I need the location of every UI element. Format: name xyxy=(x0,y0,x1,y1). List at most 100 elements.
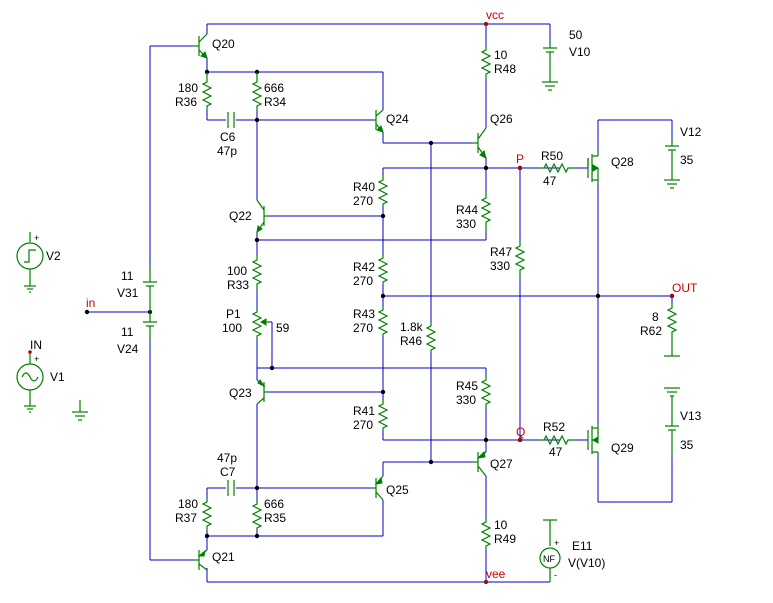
label-r37: R37 xyxy=(175,511,197,525)
resistor-r36 xyxy=(201,78,213,110)
transistor-q24 xyxy=(372,109,384,133)
resistor-r49 xyxy=(480,518,492,550)
label-q25: Q25 xyxy=(386,483,409,497)
resistor-r46 xyxy=(425,322,437,352)
resistor-r47 xyxy=(514,242,526,278)
label-q28: Q28 xyxy=(611,155,634,169)
value-r52: 47 xyxy=(549,445,563,459)
resistor-r44 xyxy=(480,192,492,232)
label-c7: C7 xyxy=(220,465,236,479)
label-v13: V13 xyxy=(680,409,702,423)
net-label-p: P xyxy=(516,152,524,166)
label-v31: V31 xyxy=(117,286,139,300)
label-r48: R48 xyxy=(494,62,516,76)
resistor-r42 xyxy=(377,254,389,284)
resistors xyxy=(201,46,680,550)
capacitor-c7 xyxy=(227,480,235,496)
value-e11: V(V10) xyxy=(568,556,605,570)
resistor-r34 xyxy=(251,78,263,110)
junction-dots xyxy=(84,22,675,584)
battery-v12 xyxy=(664,140,680,189)
resistor-r41 xyxy=(377,400,389,430)
label-nf: NF xyxy=(543,554,555,564)
net-label-out: OUT xyxy=(672,281,698,295)
resistor-r33 xyxy=(251,256,263,290)
net-label-in: in xyxy=(86,296,95,310)
label-r40: R40 xyxy=(353,180,375,194)
label-v10: V10 xyxy=(569,45,591,59)
transistor-q21 xyxy=(193,549,208,571)
value-r45: 330 xyxy=(456,393,476,407)
label-q22: Q22 xyxy=(229,209,252,223)
value-r36: 180 xyxy=(178,81,198,95)
value-r37: 180 xyxy=(178,497,198,511)
value-r44: 330 xyxy=(456,217,476,231)
value-r47: 330 xyxy=(490,259,510,273)
svg-text:-: - xyxy=(554,570,557,580)
value-r42: 270 xyxy=(353,274,373,288)
net-label-q: Q xyxy=(516,425,525,439)
battery-v10 xyxy=(542,40,558,91)
label-q24: Q24 xyxy=(386,112,409,126)
value-r34: 666 xyxy=(264,81,284,95)
transistor-q22 xyxy=(256,199,269,233)
resistor-r48 xyxy=(480,46,492,80)
battery-v31 xyxy=(143,266,157,312)
label-r46: R46 xyxy=(400,334,422,348)
label-r52: R52 xyxy=(543,420,565,434)
label-r36: R36 xyxy=(175,95,197,109)
value-v24: 11 xyxy=(121,325,134,339)
pulse-source-v2: + xyxy=(16,232,44,293)
label-q21: Q21 xyxy=(212,550,235,564)
label-r33: R33 xyxy=(227,278,249,292)
value-r49: 10 xyxy=(494,518,508,532)
label-r41: R41 xyxy=(353,404,375,418)
resistor-r50 xyxy=(540,162,576,174)
label-r42: R42 xyxy=(353,260,375,274)
label-r50: R50 xyxy=(541,149,563,163)
value-r62: 8 xyxy=(652,310,659,324)
label-q29: Q29 xyxy=(611,441,634,455)
net-label-in-source: IN xyxy=(30,338,42,352)
label-r45: R45 xyxy=(456,379,478,393)
value-r50: 47 xyxy=(543,174,557,188)
label-v12: V12 xyxy=(680,125,702,139)
label-q27: Q27 xyxy=(490,457,513,471)
mosfet-q29 xyxy=(587,424,599,456)
label-r44: R44 xyxy=(456,203,478,217)
label-c6: C6 xyxy=(220,130,236,144)
label-v1: V1 xyxy=(50,370,65,384)
resistor-r37 xyxy=(201,498,213,530)
net-label-vcc: vcc xyxy=(486,8,504,22)
pins xyxy=(28,22,674,584)
resistor-r45 xyxy=(480,376,492,408)
value-v10: 50 xyxy=(569,28,583,42)
resistor-r43 xyxy=(377,306,389,336)
net-label-vee: vee xyxy=(486,567,506,581)
label-q23: Q23 xyxy=(229,386,252,400)
value-r33: 100 xyxy=(227,264,247,278)
label-r35: R35 xyxy=(264,511,286,525)
svg-text:+: + xyxy=(34,233,39,243)
transistor-q20 xyxy=(193,33,208,59)
value-r48: 10 xyxy=(494,48,508,62)
resistor-r40 xyxy=(377,176,389,206)
transistor-q26 xyxy=(472,127,487,159)
value-c7: 47p xyxy=(217,451,237,465)
component-labels: Q20 Q21 Q22 Q23 Q24 Q25 Q26 Q27 Q28 Q29 … xyxy=(46,28,702,570)
transistor-q25 xyxy=(372,475,384,501)
transistor-q27 xyxy=(472,450,487,477)
svg-text:+: + xyxy=(34,354,39,364)
label-q20: Q20 xyxy=(212,37,235,51)
resistor-r62 xyxy=(666,304,678,338)
value-v13: 35 xyxy=(680,438,694,452)
label-q26: Q26 xyxy=(490,112,513,126)
value-v12: 35 xyxy=(680,153,694,167)
value-r35: 666 xyxy=(264,497,284,511)
label-r62: R62 xyxy=(640,324,662,338)
svg-text:+: + xyxy=(554,538,559,548)
label-v2: V2 xyxy=(46,249,61,263)
value-p1: 100 xyxy=(222,321,242,335)
